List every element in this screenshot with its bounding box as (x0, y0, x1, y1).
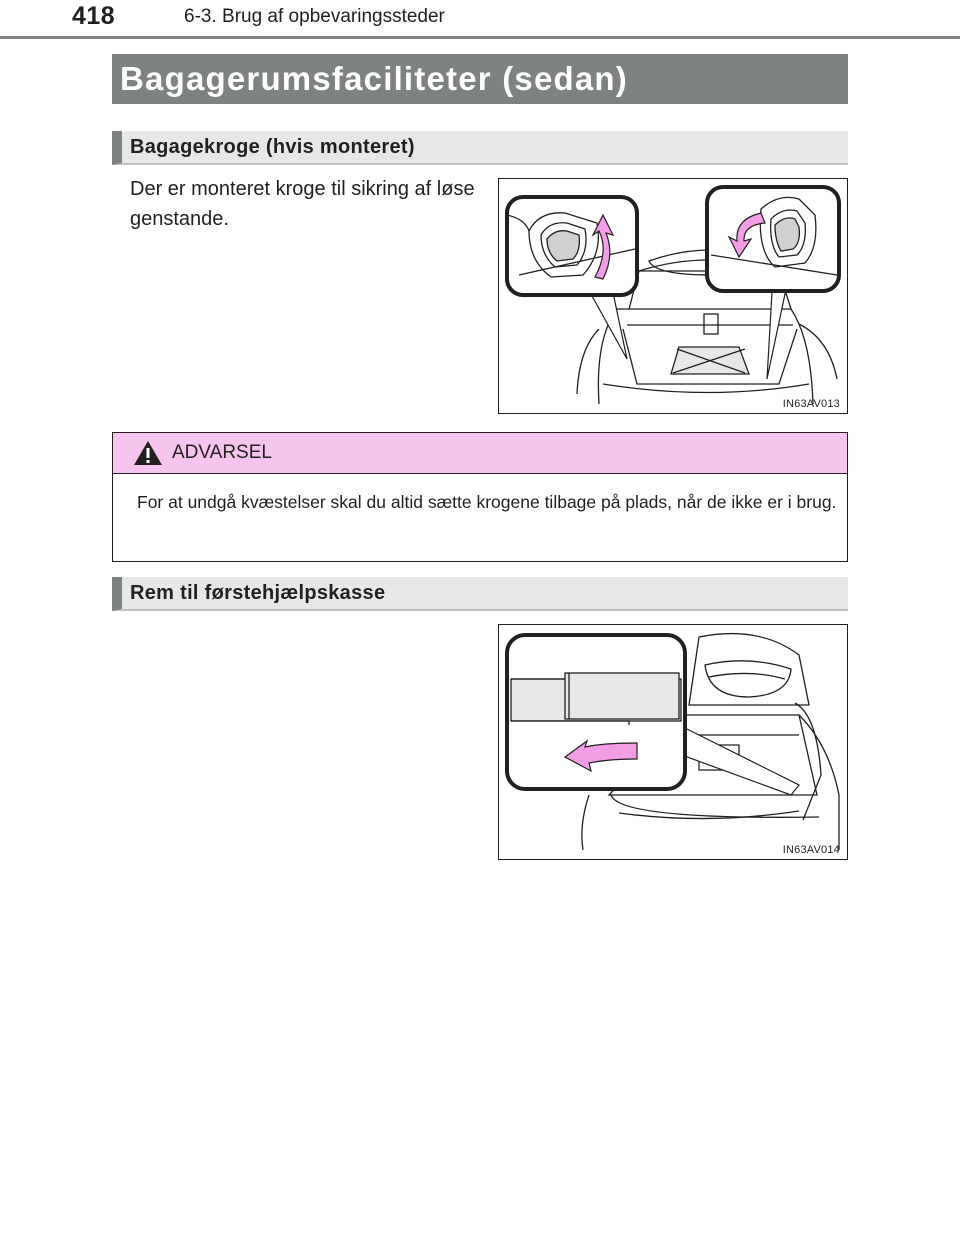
warning-label: ADVARSEL (172, 442, 272, 463)
trunk-hooks-illustration (505, 185, 841, 405)
slide-left-arrow-icon (563, 739, 638, 773)
trunk-strap-illustration (505, 632, 840, 851)
figure-first-aid-strap: IN63AV014 (498, 624, 848, 860)
warning-header: ADVARSEL (113, 433, 847, 474)
section-heading-luggage-hooks: Bagagekroge (hvis monteret) (112, 131, 848, 165)
figure-code: IN63AV014 (782, 844, 840, 856)
warning-text: For at undgå kvæstelser skal du altid sæ… (137, 492, 837, 512)
page-title: Bagagerumsfaciliteter (sedan) (112, 54, 848, 104)
running-head: 6-3. Brug af opbevaringssteder (184, 6, 445, 27)
section-heading-first-aid-strap: Rem til førstehjælpskasse (112, 577, 848, 611)
figure-luggage-hooks: IN63AV013 (498, 178, 848, 414)
rotate-up-arrow-icon (591, 213, 615, 280)
warning-triangle-icon (134, 441, 162, 465)
warning-box: ADVARSEL For at undgå kvæstelser skal du… (112, 432, 848, 562)
header-rule (0, 36, 960, 39)
rotate-down-arrow-icon (727, 212, 766, 259)
page-number: 418 (72, 2, 116, 30)
figure-code: IN63AV013 (782, 398, 840, 410)
luggage-hooks-description: Der er monteret kroge til sikring af løs… (130, 178, 475, 230)
